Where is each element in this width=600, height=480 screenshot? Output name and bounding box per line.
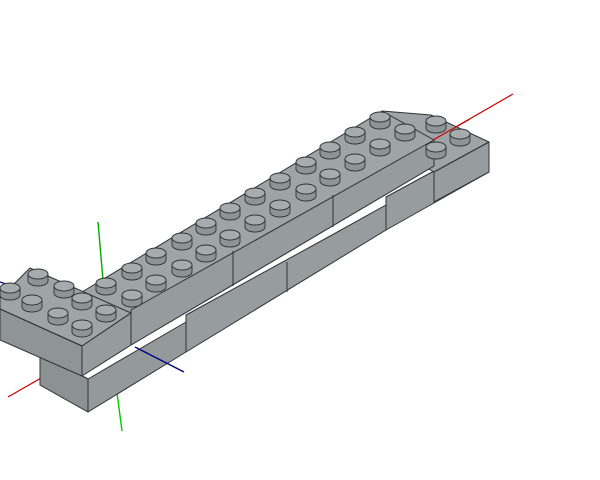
stud (219, 202, 241, 221)
stud (319, 168, 341, 187)
stud (295, 183, 317, 202)
stud (195, 217, 217, 236)
stud (219, 229, 241, 248)
stud (295, 156, 317, 175)
stud (171, 232, 193, 251)
stud (145, 274, 167, 293)
stud (449, 128, 471, 147)
stud (171, 259, 193, 278)
stud (394, 123, 416, 142)
stud (195, 244, 217, 263)
stud (53, 280, 75, 299)
stud (27, 268, 49, 287)
stud (244, 187, 266, 206)
stud (71, 319, 93, 338)
stud (344, 126, 366, 145)
stud (369, 111, 391, 130)
z-axis-line (134, 346, 185, 373)
stud (47, 307, 69, 326)
stud (95, 277, 117, 296)
stud (244, 214, 266, 233)
stud (121, 262, 143, 281)
axis-gizmo-front (134, 118, 471, 373)
stud (319, 141, 341, 160)
left-corner-brick (0, 267, 132, 377)
x-axis-line-mid (432, 118, 471, 141)
stud (369, 138, 391, 157)
stud (425, 141, 447, 160)
stud (269, 199, 291, 218)
stud (121, 289, 143, 308)
brick-studs (0, 111, 471, 338)
stud (344, 153, 366, 172)
stud (269, 172, 291, 191)
stud (0, 282, 21, 301)
stud (71, 292, 93, 311)
stud (21, 294, 43, 313)
stud (145, 247, 167, 266)
stud (95, 304, 117, 323)
stud (425, 115, 447, 134)
